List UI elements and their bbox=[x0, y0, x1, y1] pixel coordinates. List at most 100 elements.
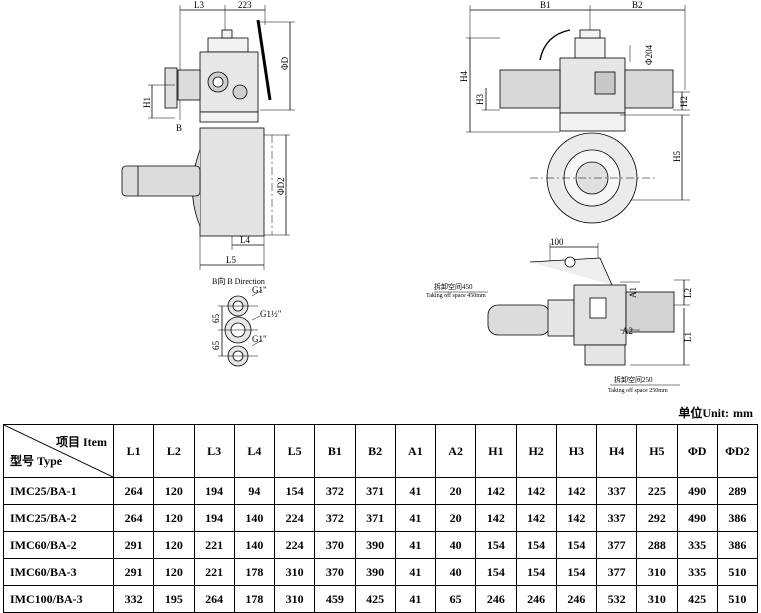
b-direction-65-top: 65 bbox=[211, 314, 221, 324]
value-cell: 291 bbox=[112, 531, 155, 559]
value-cell: 246 bbox=[475, 585, 517, 613]
value-cell: 194 bbox=[193, 477, 235, 505]
model-type-cell: IMC100/BA-3 bbox=[3, 585, 114, 613]
value-cell: 41 bbox=[394, 477, 437, 505]
column-header: H4 bbox=[595, 424, 638, 478]
value-cell: 490 bbox=[676, 477, 718, 505]
column-header: B2 bbox=[354, 424, 396, 478]
column-header: L5 bbox=[273, 424, 316, 478]
header-item-label: 项目 Item bbox=[56, 435, 107, 449]
value-cell: 310 bbox=[636, 585, 678, 613]
value-cell: 120 bbox=[153, 504, 195, 532]
b-direction-view bbox=[218, 289, 263, 367]
header-type-label: 型号 Type bbox=[10, 454, 63, 468]
dim-L1-label: L1 bbox=[683, 332, 693, 342]
value-cell: 390 bbox=[354, 531, 396, 559]
dim-H2-label: H2 bbox=[679, 96, 689, 107]
value-cell: 221 bbox=[193, 531, 235, 559]
dim-phiD2-label: ΦD2 bbox=[276, 177, 286, 195]
unit-label: 单位Unit: mm bbox=[674, 404, 753, 421]
value-cell: 41 bbox=[394, 585, 437, 613]
dim-223-label: 223 bbox=[238, 0, 252, 10]
space-250-en-label: Taking off space 250mm bbox=[608, 387, 668, 394]
value-cell: 425 bbox=[676, 585, 718, 613]
dim-A2-label: A2 bbox=[622, 326, 633, 336]
value-cell: 337 bbox=[595, 477, 638, 505]
value-cell: 154 bbox=[555, 558, 598, 586]
value-cell: 386 bbox=[716, 504, 759, 532]
value-cell: 310 bbox=[273, 585, 316, 613]
value-cell: 532 bbox=[595, 585, 638, 613]
value-cell: 224 bbox=[273, 504, 316, 532]
b-direction-title: B向 B Direction bbox=[212, 276, 265, 286]
value-cell: 377 bbox=[595, 558, 638, 586]
value-cell: 264 bbox=[193, 585, 235, 613]
technical-drawings: L3 223 ΦD H1 B ΦD2 L4 L5 B向 B Direction … bbox=[121, 0, 693, 394]
value-cell: 140 bbox=[233, 531, 276, 559]
space-450-cn-label: 拆卸空间450 bbox=[434, 282, 473, 291]
model-type-cell: IMC60/BA-3 bbox=[3, 558, 114, 586]
dim-B1-label: B1 bbox=[540, 0, 551, 10]
value-cell: 386 bbox=[716, 531, 759, 559]
dim-phiD-label: ΦD bbox=[280, 56, 290, 70]
value-cell: 335 bbox=[676, 531, 718, 559]
value-cell: 41 bbox=[394, 558, 437, 586]
top-view bbox=[434, 243, 690, 386]
value-cell: 154 bbox=[273, 477, 316, 505]
value-cell: 142 bbox=[515, 477, 557, 505]
value-cell: 154 bbox=[555, 531, 598, 559]
value-cell: 65 bbox=[434, 585, 477, 613]
value-cell: 264 bbox=[112, 504, 155, 532]
column-header: A1 bbox=[394, 424, 437, 478]
dim-B-label: B bbox=[176, 123, 182, 133]
value-cell: 142 bbox=[475, 477, 517, 505]
value-cell: 221 bbox=[193, 558, 235, 586]
value-cell: 120 bbox=[153, 477, 195, 505]
value-cell: 288 bbox=[636, 531, 678, 559]
b-direction-65-bottom: 65 bbox=[211, 341, 221, 351]
value-cell: 142 bbox=[475, 504, 517, 532]
dim-A1-label: A1 bbox=[628, 287, 638, 298]
column-header: L3 bbox=[193, 424, 235, 478]
value-cell: 289 bbox=[716, 477, 759, 505]
column-header: B1 bbox=[314, 424, 356, 478]
value-cell: 142 bbox=[555, 477, 598, 505]
dim-H4-label: H4 bbox=[459, 71, 469, 82]
value-cell: 20 bbox=[434, 477, 477, 505]
unit-value: mm bbox=[733, 406, 753, 420]
value-cell: 337 bbox=[595, 504, 638, 532]
value-cell: 142 bbox=[555, 504, 598, 532]
dim-H3-label: H3 bbox=[475, 94, 485, 105]
value-cell: 194 bbox=[193, 504, 235, 532]
value-cell: 390 bbox=[354, 558, 396, 586]
value-cell: 332 bbox=[112, 585, 155, 613]
value-cell: 41 bbox=[394, 504, 437, 532]
value-cell: 510 bbox=[716, 585, 759, 613]
value-cell: 120 bbox=[153, 558, 195, 586]
column-header: L4 bbox=[233, 424, 276, 478]
value-cell: 154 bbox=[515, 558, 557, 586]
value-cell: 264 bbox=[112, 477, 155, 505]
unit-cn: 单位Unit: bbox=[678, 406, 729, 420]
value-cell: 510 bbox=[716, 558, 759, 586]
dim-L2-label: L2 bbox=[683, 288, 693, 298]
column-header: H5 bbox=[636, 424, 678, 478]
value-cell: 225 bbox=[636, 477, 678, 505]
dim-L4-label: L4 bbox=[240, 235, 250, 245]
column-header: ΦD bbox=[676, 424, 718, 478]
value-cell: 246 bbox=[515, 585, 557, 613]
column-header: H2 bbox=[515, 424, 557, 478]
header-corner-cell: 项目 Item 型号 Type bbox=[3, 424, 114, 478]
value-cell: 291 bbox=[112, 558, 155, 586]
value-cell: 120 bbox=[153, 531, 195, 559]
space-450-en-label: Taking off space 450mm bbox=[426, 292, 486, 299]
column-header: L1 bbox=[112, 424, 155, 478]
value-cell: 154 bbox=[475, 558, 517, 586]
value-cell: 178 bbox=[233, 558, 276, 586]
value-cell: 377 bbox=[595, 531, 638, 559]
value-cell: 459 bbox=[314, 585, 356, 613]
